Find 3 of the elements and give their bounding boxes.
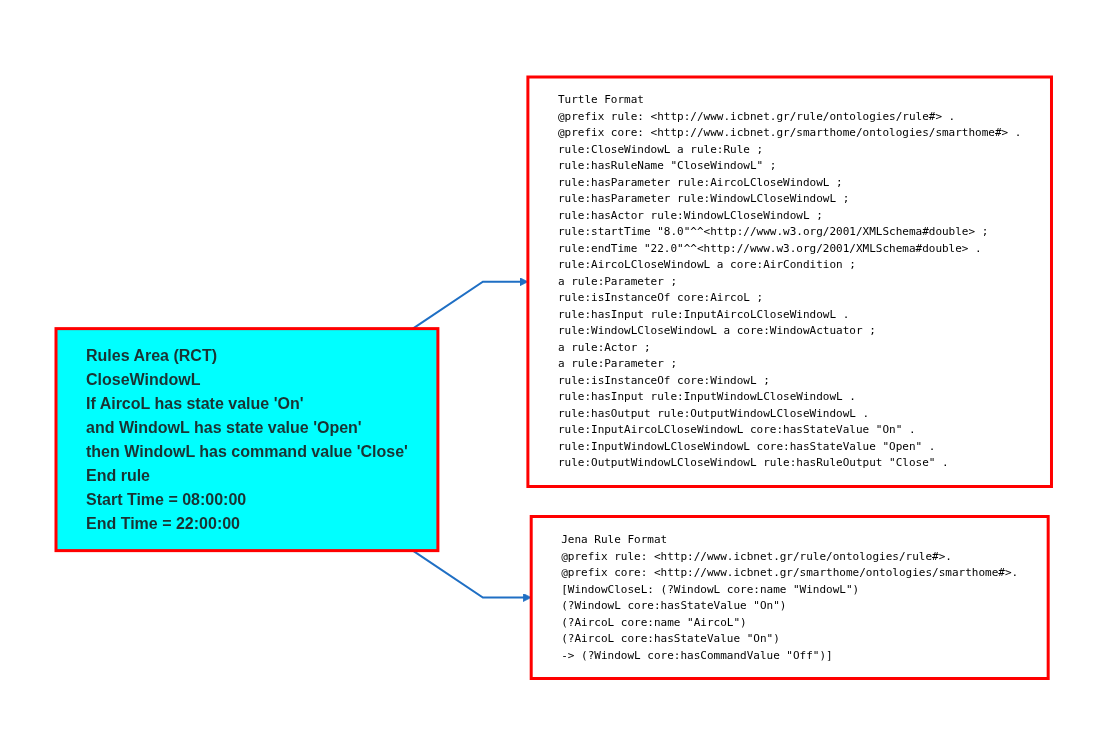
node-box: Rules Area (RCT) CloseWindowL If AircoL has state value 'On' and WindowL has state value 'Open' then WindowL has command value 'Close' End rule Start Time = 08:00:00 End Time = 22:00:00 (54, 326, 440, 552)
node-box: Jena Rule Format @prefix rule: <http://www.icbnet.gr/rule/ontologies/rule#>. @prefix core: <http://www.icbnet.gr/smarthome/ontologies/smarthome#>. [WindowCloseL: (?WindowL core:name "WindowL") (?WindowL core:hasStateValue "On") (?AircoL core:name "AircoL") (?AircoL core:hasStateValue "On") -> (?WindowL core:hasCommandValue "Off")] (529, 514, 1050, 680)
node-box: Turtle Format @prefix rule: <http://www.icbnet.gr/rule/ontologies/rule#> . @prefix core: <http://www.icbnet.gr/smarthome/ontologies/smarthome#> . rule:CloseWindowL a rule:Rule ; rule:hasRuleName "CloseWindowL" ; rule:hasParameter rule:AircoLCloseWindowL ; rule:hasParameter rule:WindowLCloseWindowL ; rule:hasActor rule:WindowLCloseWindowL ; rule:startTime "8.0"^^<http://www.w3.org/2001/XMLSchema#double> ; rule:endTime "22.0"^^<http://www.w3.org/2001/XMLSchema#double> . rule:AircoLCloseWindowL a core:AirCondition ; a rule:Parameter ; rule:isInstanceOf core:AircoL ; rule:hasInput rule:InputAircoLCloseWindowL . rule:WindowLCloseWindowL a core:WindowActuator ; a rule:Actor ; a rule:Parameter ; rule:isInstanceOf core:WindowL ; rule:hasInput rule:InputWindowLCloseWindowL . rule:hasOutput rule:OutputWindowLCloseWindowL . rule:InputAircoLCloseWindowL core:hasStateValue "On" . rule:InputWindowLCloseWindowL core:hasStateValue "Open" . rule:OutputWindowLCloseWindowL rule:hasRuleOutput "Close" . (526, 75, 1054, 488)
